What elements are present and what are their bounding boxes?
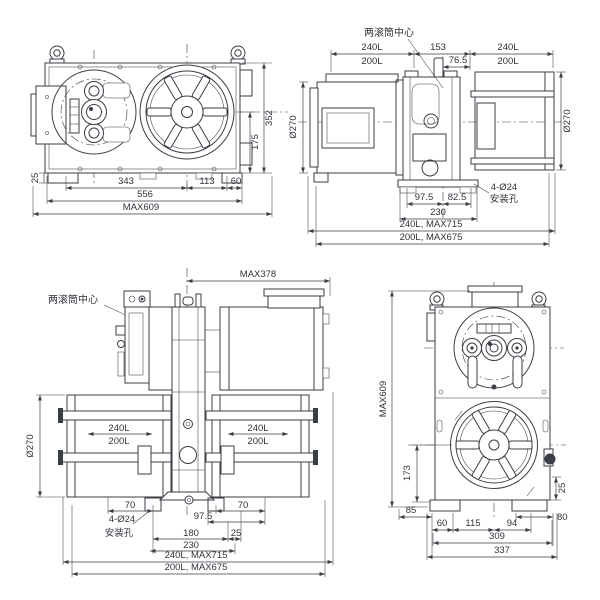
dim-97-5: 97.5 [415,192,434,203]
machine-center-body [397,57,479,194]
dim-343: 343 [118,176,134,187]
dim-175: 175 [250,134,261,150]
dim-85: 85 [406,505,417,516]
dim-max675: 200L, MAX675 [165,562,228,573]
dim-dia270-right: Ø270 [562,109,573,132]
dim-94: 94 [507,518,518,529]
dim-230: 230 [430,207,446,218]
dim-max715: 240L, MAX715 [400,219,463,230]
motor-body [205,288,330,391]
label-mounting-holes: 安装孔 [490,193,519,205]
handwheel [450,401,538,489]
dim-60: 60 [437,518,448,529]
brake-arm [137,445,152,475]
brake-drum-left: 240L 200L [58,394,172,498]
dim-drum-240l: 240L [108,423,129,434]
dim-drum-240l: 240L [247,423,268,434]
label-mounting-holes: 4-Ø24 [109,514,135,525]
dim-173: 173 [402,465,413,481]
eyebolt-icon [230,45,246,65]
dim-352: 352 [264,110,275,126]
dim-200l-right: 200L [497,56,518,67]
dim-97-5: 97.5 [194,511,213,522]
dim-max378: MAX378 [240,269,276,280]
dim-drum-200l: 200L [108,436,129,447]
motor-flange [30,85,67,145]
dim-max715: 240L, MAX715 [165,550,228,561]
machine-center-column [171,293,206,501]
dim-drum-200l: 200L [247,436,268,447]
vent-grille [412,133,447,162]
dim-240l-left: 240L [361,42,382,53]
dim-80: 80 [557,512,568,523]
brake-drum-left [309,73,405,183]
dim-max609: MAX609 [378,381,389,417]
gearbox-face [453,307,535,390]
front-view: 352 175 25 343 113 60 556 MAX609 [30,44,288,217]
dim-113: 113 [199,176,214,187]
dim-max609: MAX609 [123,202,159,213]
nameplate [476,323,512,334]
dim-240l-right: 240L [497,42,518,53]
dim-76-5: 76.5 [449,55,468,66]
label-two-drum-center: 两滚筒中心 [364,26,414,39]
side-view: 两滚筒中心 240L 200L 153 76.5 240L 200L Ø270 … [288,26,573,247]
dim-309: 309 [489,531,505,542]
shaft-stub [433,57,444,78]
machine-base [144,491,225,512]
base-plate [397,179,479,188]
plan-view: MAX378 两滚筒中心 [25,268,334,577]
dim-556: 556 [137,189,153,200]
nameplate [69,98,80,134]
label-mounting-holes: 安装孔 [105,527,134,539]
machine-foot [221,172,243,184]
dim-82-5: 82.5 [448,192,467,203]
dim-153: 153 [430,42,446,53]
dim-230: 230 [183,540,199,551]
machine-foot [429,499,461,512]
eyebolt-icon [49,45,65,65]
terminal-box [267,294,321,309]
machine-foot [47,172,79,184]
brake-drum-right [470,71,555,171]
dim-70-left: 70 [125,500,136,511]
dim-25: 25 [557,483,568,494]
dim-max675: 200L, MAX675 [400,232,463,243]
encoder-assembly [115,306,173,391]
dim-70-right: 70 [238,500,249,511]
release-knob [544,453,556,465]
machine-foot [511,499,548,512]
handwheel [139,64,235,160]
dim-dia270-left: Ø270 [288,115,299,138]
label-mounting-holes: 4-Ø24 [491,182,517,193]
dim-60: 60 [231,176,242,187]
dim-115: 115 [465,518,480,529]
dim-dia270: Ø270 [25,434,36,457]
label-two-drum-center: 两滚筒中心 [48,293,98,306]
gearbox-face [51,69,137,155]
dim-180: 180 [183,528,199,539]
dim-200l-left: 200L [361,56,382,67]
brake-drum-right: 240L 200L [205,394,318,498]
dim-25: 25 [30,173,41,184]
dim-25: 25 [231,528,242,539]
dim-337: 337 [494,545,510,556]
end-view: MAX609 173 25 85 80 60 115 94 309 337 [378,282,568,560]
brake-arm [220,445,235,475]
